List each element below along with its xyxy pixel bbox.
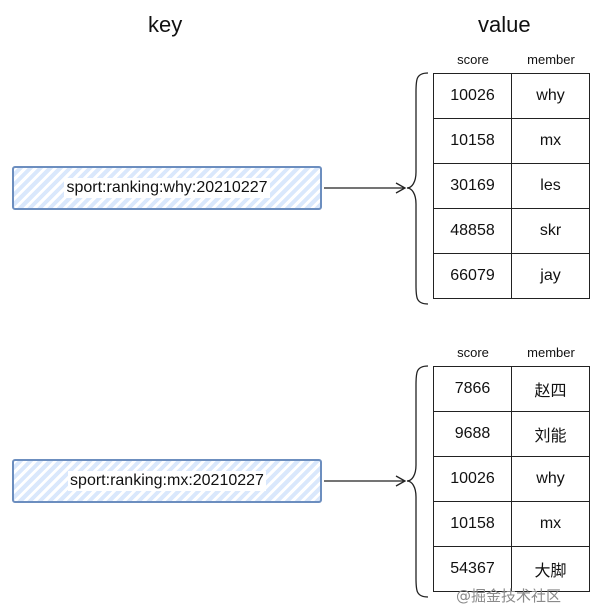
zset-value-table: 10026 why 10158 mx 30169 les 48858 skr 6… [433, 73, 590, 299]
member-cell: why [511, 456, 590, 502]
table-row: 48858 skr [433, 208, 590, 254]
zset-key-label: sport:ranking:mx:20210227 [68, 471, 266, 491]
value-heading: value [478, 12, 531, 37]
score-column-header: score [457, 52, 489, 67]
member-cell: 大脚 [511, 546, 590, 592]
arrow-head-icon [395, 182, 407, 194]
score-cell: 10026 [433, 456, 512, 502]
table-row: 54367 大脚 [433, 546, 590, 592]
key-heading: key [148, 12, 183, 37]
zset-value-table: 7866 赵四 9688 刘能 10026 why 10158 mx 54367… [433, 366, 590, 592]
table-row: 10026 why [433, 456, 590, 502]
table-row: 66079 jay [433, 253, 590, 299]
zset-key-box: sport:ranking:mx:20210227 [12, 459, 322, 503]
score-cell: 10158 [433, 501, 512, 547]
member-cell: why [511, 73, 590, 119]
score-cell: 54367 [433, 546, 512, 592]
score-column-header: score [457, 345, 489, 360]
member-cell: 刘能 [511, 411, 590, 457]
table-row: 30169 les [433, 163, 590, 209]
member-cell: skr [511, 208, 590, 254]
left-brace-icon [406, 365, 429, 598]
table-row: 9688 刘能 [433, 411, 590, 457]
member-column-header: member [527, 52, 575, 67]
member-cell: mx [511, 501, 590, 547]
left-brace-icon [406, 72, 429, 305]
member-column-header: member [527, 345, 575, 360]
member-cell: jay [511, 253, 590, 299]
score-cell: 30169 [433, 163, 512, 209]
zset-key-box: sport:ranking:why:20210227 [12, 166, 322, 210]
arrow-head-icon [395, 475, 407, 487]
member-cell: les [511, 163, 590, 209]
score-cell: 66079 [433, 253, 512, 299]
zset-key-label: sport:ranking:why:20210227 [64, 178, 270, 198]
table-row: 10158 mx [433, 501, 590, 547]
watermark: @掘金技术社区 [455, 587, 561, 605]
